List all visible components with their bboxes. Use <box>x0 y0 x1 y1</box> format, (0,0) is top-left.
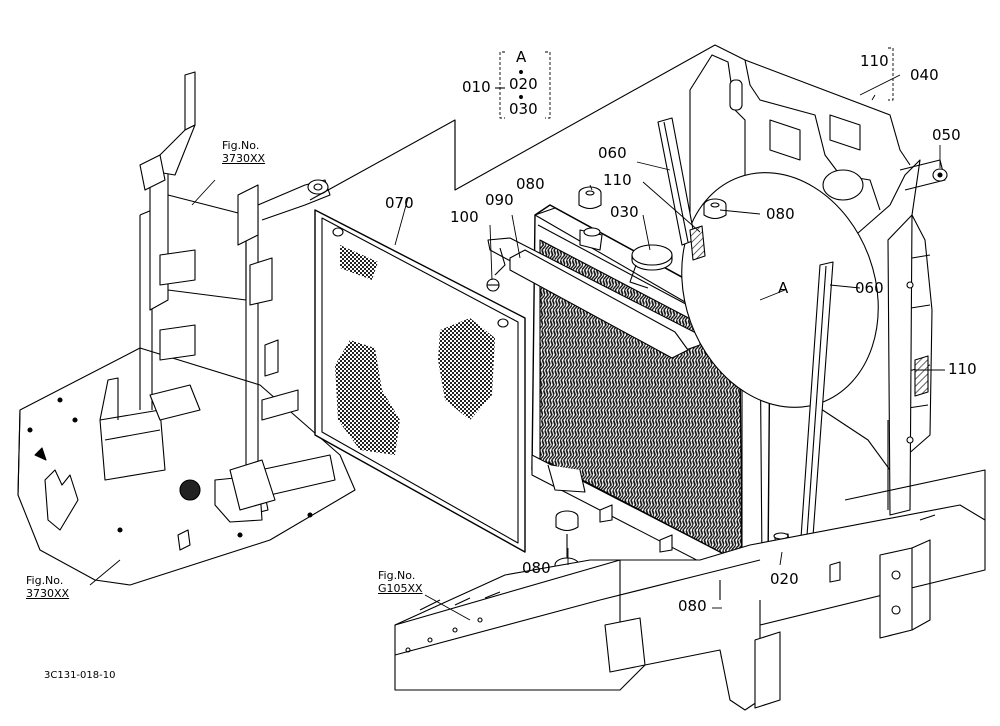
leader-lines <box>89 74 945 621</box>
cushion-top-right <box>703 198 727 220</box>
grid-screen <box>314 209 526 553</box>
frame-uprights <box>99 71 331 511</box>
chassis-frame <box>394 469 986 711</box>
group-braces <box>499 47 894 119</box>
floor-plate <box>17 347 356 586</box>
fan-shroud <box>681 54 948 516</box>
seal-pad-110 <box>689 225 706 261</box>
cushion-top-left <box>578 186 602 210</box>
stay-bracket <box>486 237 701 359</box>
